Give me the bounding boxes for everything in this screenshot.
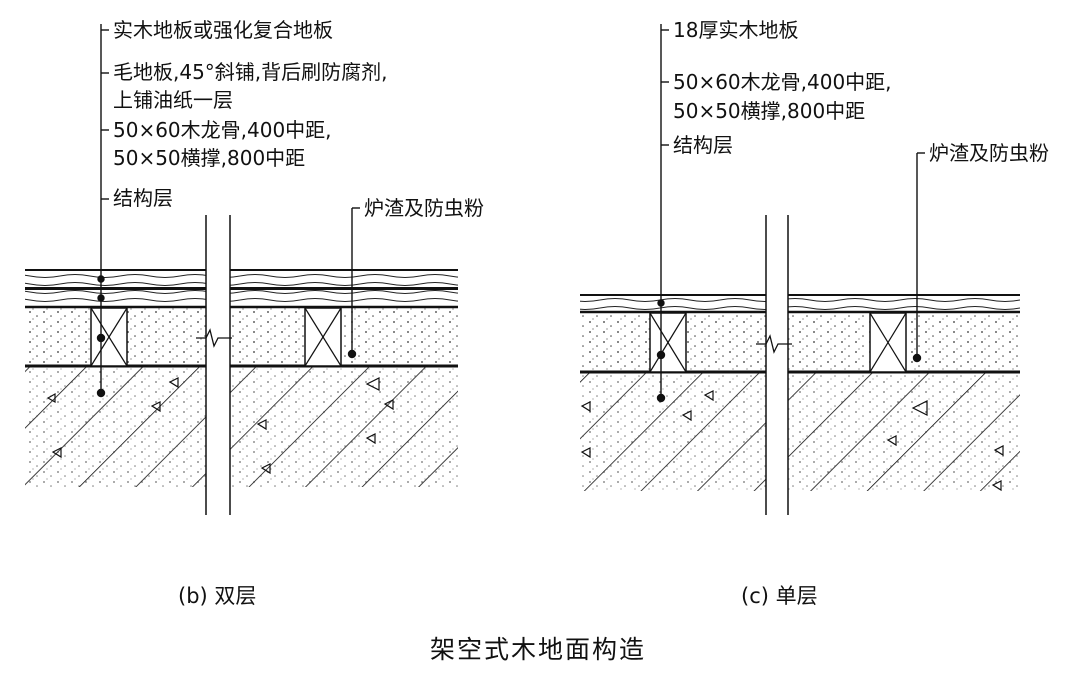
caption-single-layer: (c) 单层: [741, 584, 818, 608]
right-joist-2: [869, 312, 907, 373]
left-label-structure: 结构层: [113, 186, 173, 210]
single-layer-section: [580, 24, 1020, 515]
right-leader: [656, 24, 669, 403]
left-label-bridging: 50×50横撑,800中距: [113, 146, 306, 170]
right-label-joist: 50×60木龙骨,400中距,: [673, 70, 892, 94]
left-side-leader: [347, 207, 360, 359]
right-joist-1: [649, 312, 687, 373]
left-label-finish-floor: 实木地板或强化复合地板: [113, 18, 333, 42]
left-label-cinder: 炉渣及防虫粉: [364, 196, 484, 220]
left-break-gap: [206, 215, 230, 515]
left-leader: [96, 24, 109, 398]
left-cinder-layer: [25, 308, 458, 366]
left-joist-1: [90, 307, 128, 367]
left-label-subfloor: 毛地板,45°斜铺,背后刷防腐剂,: [113, 60, 388, 84]
right-cinder-layer: [580, 313, 1020, 372]
left-subfloor-board: [25, 289, 458, 307]
double-layer-section: [25, 24, 458, 515]
right-label-bridging: 50×50横撑,800中距: [673, 99, 866, 123]
right-break-gap: [766, 215, 788, 515]
right-side-leader: [912, 152, 925, 363]
right-label-finish-floor: 18厚实木地板: [673, 18, 799, 42]
right-finish-floor: [580, 295, 1020, 312]
left-joist-2: [304, 307, 342, 367]
right-label-cinder: 炉渣及防虫粉: [929, 141, 1049, 165]
left-label-felt-paper: 上铺油纸一层: [113, 88, 233, 112]
caption-double-layer: (b) 双层: [178, 584, 257, 608]
left-finish-floor: [25, 270, 458, 288]
left-label-joist: 50×60木龙骨,400中距,: [113, 118, 332, 142]
figure-title: 架空式木地面构造: [430, 635, 647, 664]
right-label-structure: 结构层: [673, 133, 733, 157]
